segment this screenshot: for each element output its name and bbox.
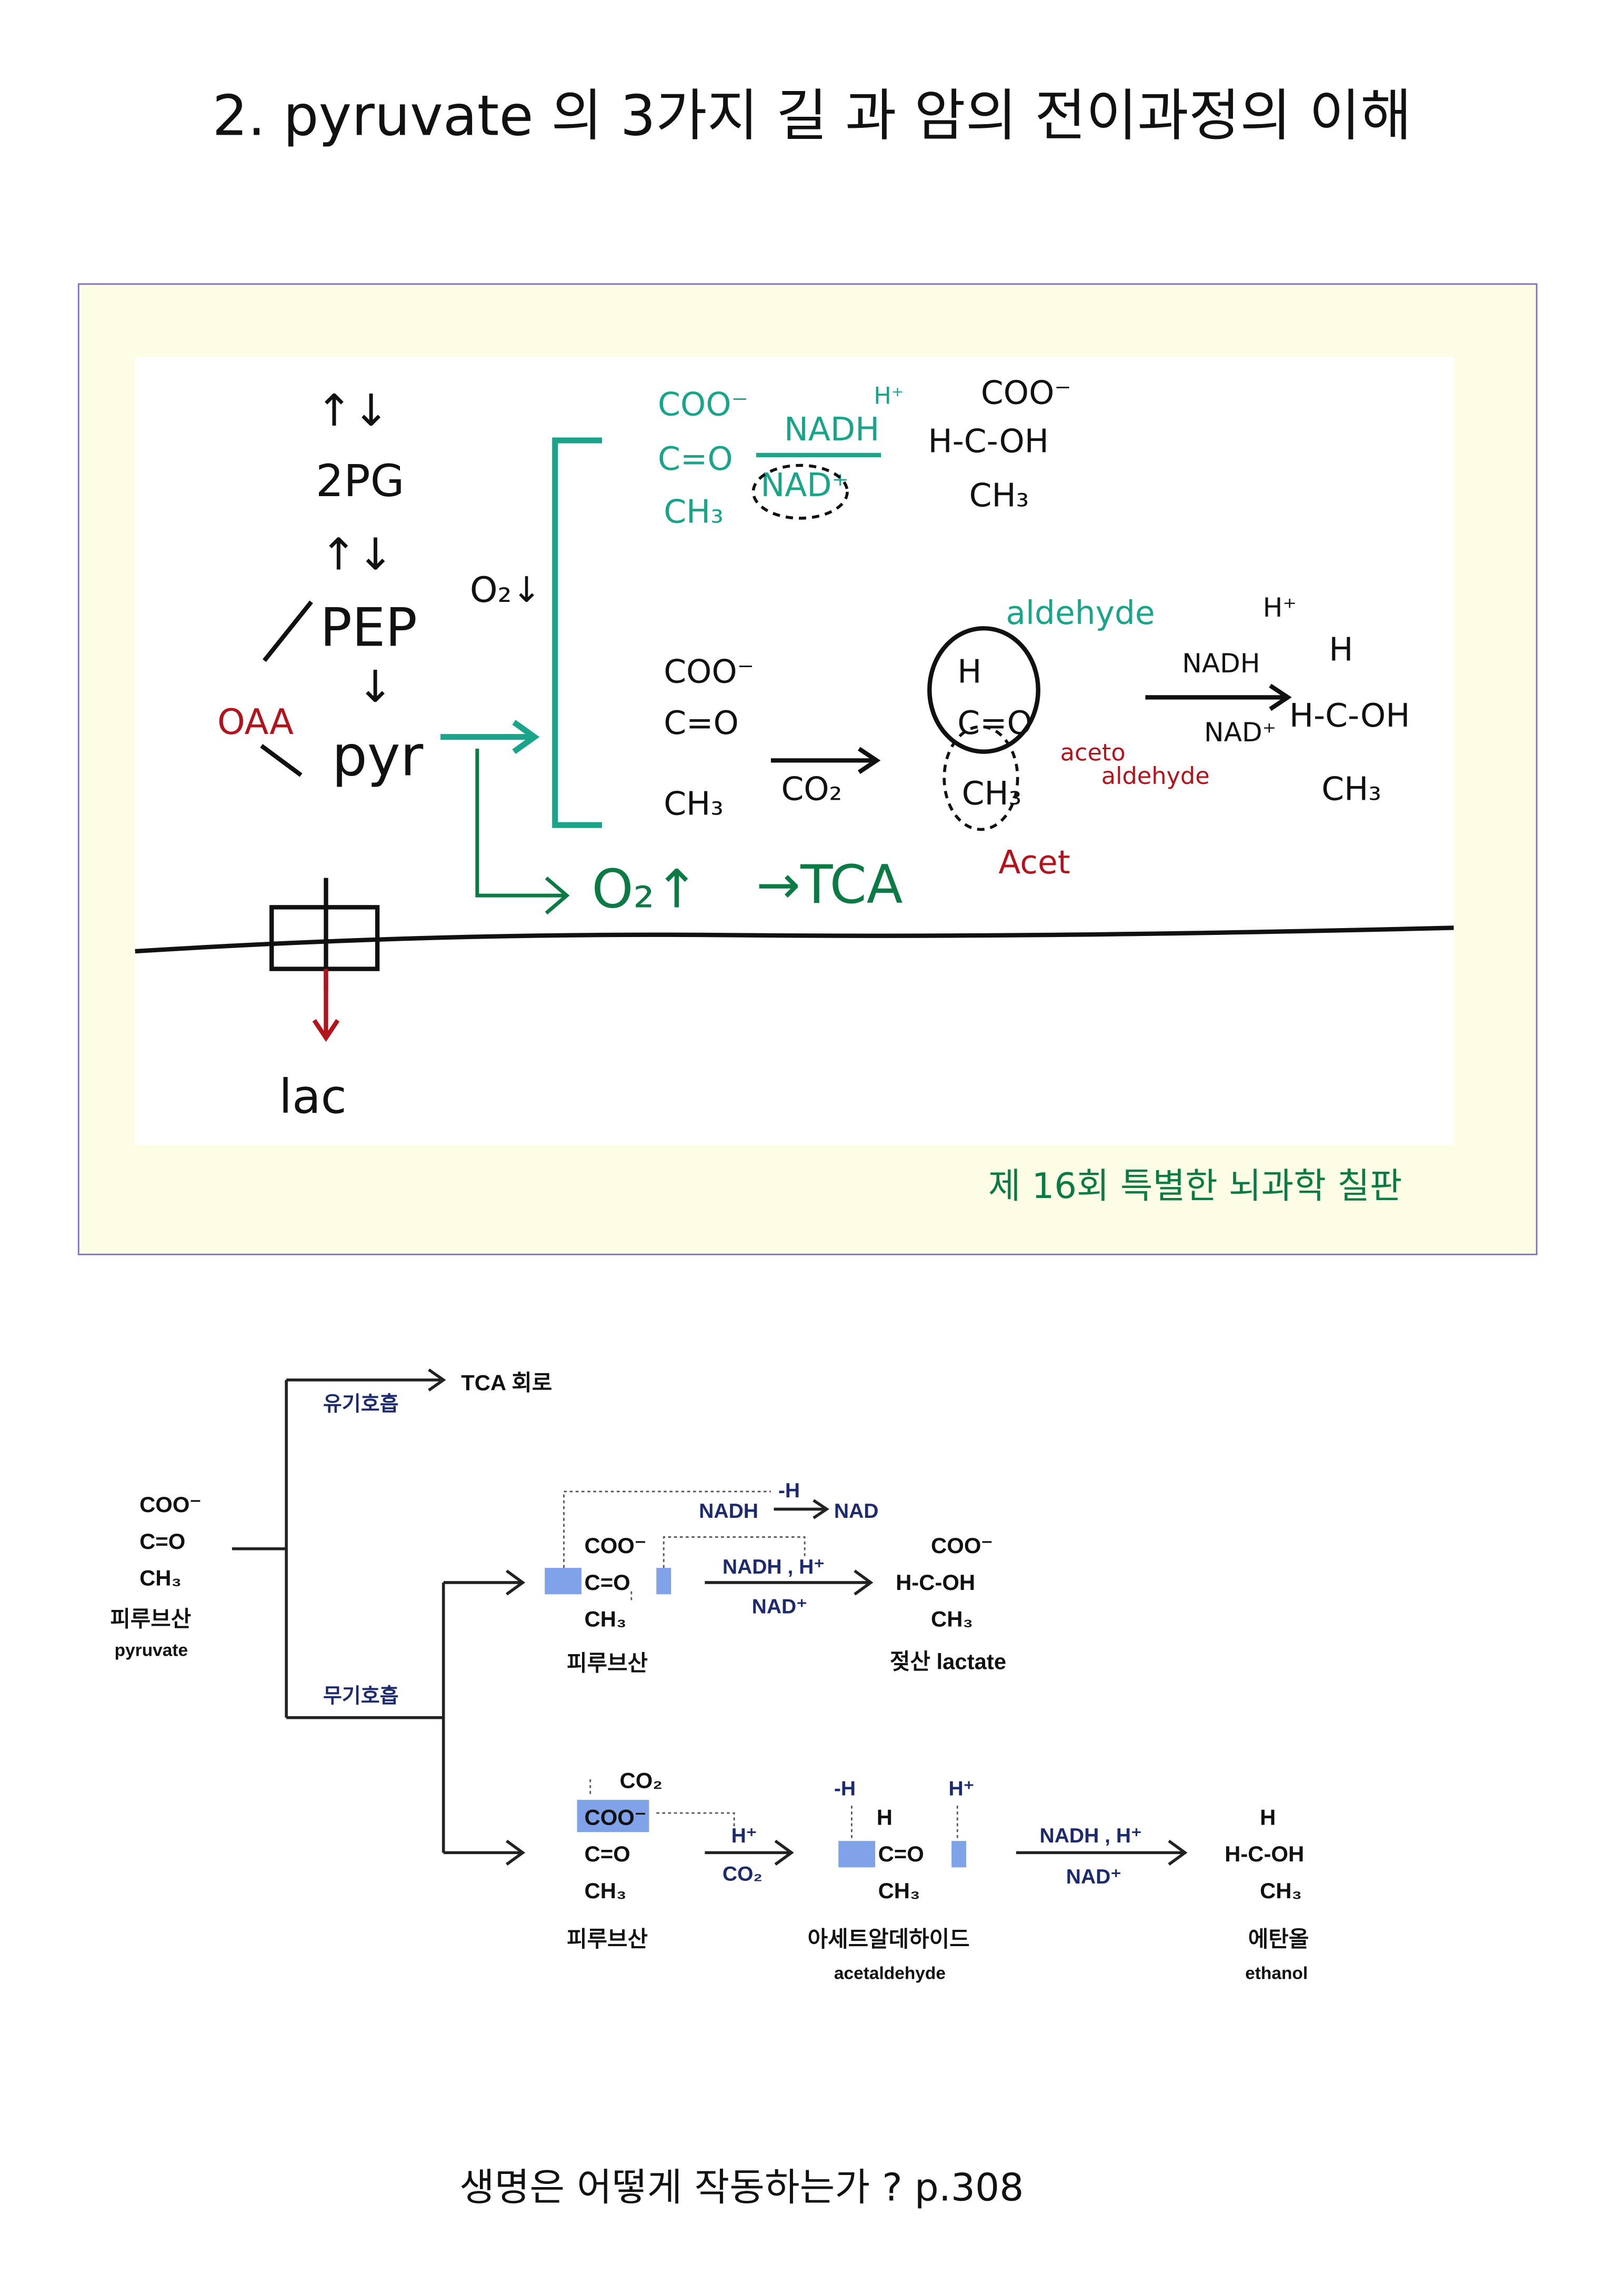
lactate-label: 젖산 lactate xyxy=(890,1649,1006,1674)
ch3: CH₃ xyxy=(585,1607,627,1632)
hw-green-arrow xyxy=(475,749,570,915)
hw-h: H xyxy=(1329,631,1353,669)
hw-co: C=O xyxy=(664,704,739,742)
reaction-arrows xyxy=(705,1499,1188,1866)
hw-ch3: CH₃ xyxy=(1321,771,1381,808)
hw-nadh: NADH xyxy=(1182,648,1260,679)
pyr-coo: COO⁻ xyxy=(139,1492,201,1517)
pyruvate-en: pyruvate xyxy=(115,1640,188,1660)
hw-red-arrow xyxy=(312,969,340,1042)
hw-o2-down: O₂↓ xyxy=(470,569,542,610)
ch3: CH₃ xyxy=(931,1607,973,1632)
arrow-label-bottom: CO₂ xyxy=(723,1862,763,1885)
co: C=O xyxy=(585,1570,630,1595)
hw-nadh: NADH xyxy=(784,411,879,448)
hw-tca: →TCA xyxy=(756,854,903,915)
hw-bracket xyxy=(440,437,603,828)
coo: COO⁻ xyxy=(585,1805,646,1829)
hw-dashed-circle xyxy=(943,725,1019,831)
board-caption: 제 16회 특별한 뇌과학 칠판 xyxy=(988,1165,1402,1207)
hw-ch3: CH₃ xyxy=(664,493,724,530)
h-plus: H⁺ xyxy=(949,1778,975,1800)
pyruvate-ko: 피루브산 xyxy=(567,1927,648,1951)
co2: CO₂ xyxy=(620,1768,663,1793)
coo: COO⁻ xyxy=(931,1533,993,1558)
ch3: CH₃ xyxy=(585,1878,627,1903)
hw-nad: NAD⁺ xyxy=(1204,717,1276,748)
co: C=O xyxy=(585,1841,630,1866)
co: C=O xyxy=(878,1841,924,1866)
ch3: CH₃ xyxy=(1260,1878,1302,1903)
acetaldehyde-ko: 아세트알데하이드 xyxy=(808,1927,970,1951)
arrow-label-top: NADH , H⁺ xyxy=(723,1556,825,1578)
hw-aceto: aceto xyxy=(1060,739,1126,766)
hw-arrow xyxy=(262,600,313,662)
hw-updown: ↑↓ xyxy=(320,529,394,580)
ethanol-en: ethanol xyxy=(1245,1963,1308,1983)
hw-co: C=O xyxy=(658,440,733,478)
hw-coo: COO⁻ xyxy=(658,386,748,424)
pyruvate-ko: 피루브산 xyxy=(110,1607,191,1632)
hw-o2-up: O₂↑ xyxy=(592,858,698,920)
hw-circle xyxy=(927,626,1040,754)
hw-pep: PEP xyxy=(320,597,417,659)
h: H xyxy=(877,1805,893,1829)
hw-updown: ↑↓ xyxy=(316,385,389,436)
hw-dashed-circle xyxy=(751,464,849,520)
page-title: 2. pyruvate 의 3가지 길 과 암의 전이과정의 이해 xyxy=(212,84,1412,148)
hw-aldehyde: aldehyde xyxy=(1101,762,1210,790)
source-caption: 생명은 어떻게 작동하는가 ? p.308 xyxy=(459,2167,1024,2211)
hw-h: H xyxy=(957,653,981,690)
arrow-label-bottom: NAD⁺ xyxy=(752,1596,807,1618)
aerobic-label: 유기호흡 xyxy=(323,1393,399,1415)
hw-nad: NAD⁺ xyxy=(760,467,849,504)
anaerobic-label: 무기호흡 xyxy=(323,1685,399,1708)
acetaldehyde-en: acetaldehyde xyxy=(834,1963,946,1983)
hw-ch3: CH₃ xyxy=(664,786,724,823)
hw-arrow xyxy=(260,744,303,777)
hw-hplus: H⁺ xyxy=(874,382,904,409)
hw-aldehyde: aldehyde xyxy=(1006,595,1155,632)
highlight-boxes xyxy=(545,1568,967,1868)
pyruvate-ko: 피루브산 xyxy=(567,1650,648,1675)
h: H xyxy=(1260,1805,1276,1829)
nadh: NADH xyxy=(699,1500,758,1523)
handwritten-diagram: ↑↓ 2PG ↑↓ PEP ↓ pyr lac OAA O₂↓ COO⁻ C=O… xyxy=(135,374,1454,1124)
branch-lines xyxy=(232,1368,526,1866)
arrow-label-top: NADH , H⁺ xyxy=(1040,1825,1142,1847)
minus-h: -H xyxy=(834,1778,856,1800)
hw-hcoh: H-C-OH xyxy=(928,422,1048,460)
hw-hcoh: H-C-OH xyxy=(1289,697,1410,734)
tca-cycle-label: TCA 회로 xyxy=(461,1370,552,1395)
hw-ch3: CH₃ xyxy=(969,477,1029,515)
arrow-label-bottom: NAD⁺ xyxy=(1066,1866,1121,1888)
hw-down: ↓ xyxy=(357,661,394,712)
minus-h: -H xyxy=(778,1479,800,1502)
hw-membrane-line xyxy=(135,925,1454,954)
pyr-ch3: CH₃ xyxy=(139,1566,182,1590)
dotted-electron-paths xyxy=(563,1491,958,1838)
hw-lac: lac xyxy=(279,1070,347,1124)
hcoh: H-C-OH xyxy=(896,1570,975,1595)
arrow-label-top: H⁺ xyxy=(731,1825,757,1847)
hw-coo: COO⁻ xyxy=(981,374,1071,411)
nad: NAD xyxy=(834,1500,879,1523)
ch3: CH₃ xyxy=(878,1878,920,1903)
coo: COO⁻ xyxy=(585,1533,646,1558)
hw-oaa: OAA xyxy=(217,701,294,742)
hw-pyr: pyr xyxy=(332,724,424,789)
hw-arrow xyxy=(770,683,1292,774)
hw-2pg: 2PG xyxy=(316,455,405,507)
pyr-co: C=O xyxy=(139,1529,185,1554)
ethanol-ko: 에탄올 xyxy=(1248,1927,1309,1951)
handwritten-whiteboard xyxy=(135,357,1454,1145)
hw-co2: CO₂ xyxy=(781,771,842,808)
hcoh: H-C-OH xyxy=(1225,1841,1304,1866)
hw-acet: Acet xyxy=(998,844,1070,881)
hw-hplus: H⁺ xyxy=(1263,592,1297,623)
hw-coo: COO⁻ xyxy=(664,653,754,690)
